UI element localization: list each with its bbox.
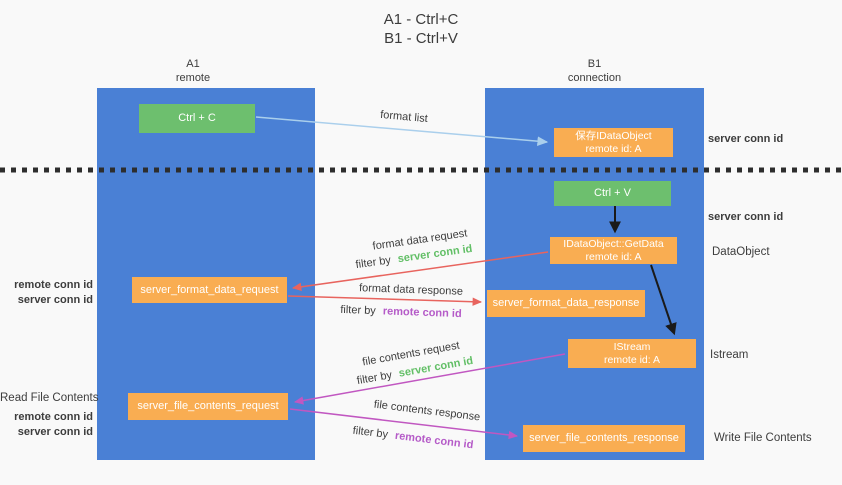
filter-prefix: filter by bbox=[340, 303, 377, 318]
label-file-server-conn-id: server conn id bbox=[17, 426, 93, 438]
format-list-text: format list bbox=[379, 108, 429, 126]
node-server-format-data-response: server_format_data_response bbox=[487, 290, 645, 317]
lane-b1-role: connection bbox=[567, 72, 622, 84]
node-file-request-label: server_file_contents_request bbox=[137, 400, 279, 412]
label-filter-file-response: filter by remote conn id bbox=[352, 425, 474, 452]
label-server-conn-id-top: server conn id bbox=[708, 133, 784, 145]
node-save-idataobject-line1: 保存IDataObject bbox=[575, 129, 652, 142]
node-getdata-line1: IDataObject::GetData bbox=[563, 237, 664, 250]
label-istream: Istream bbox=[710, 349, 749, 361]
label-dataobject: DataObject bbox=[712, 246, 770, 258]
label-write-file-contents: Write File Contents bbox=[714, 432, 812, 444]
diagram-title: A1 - Ctrl+C B1 - Ctrl+V bbox=[0, 10, 842, 48]
title-line-2: B1 - Ctrl+V bbox=[384, 30, 458, 47]
format-data-response-text: format data response bbox=[358, 282, 464, 298]
node-format-request-label: server_format_data_request bbox=[140, 283, 279, 296]
node-ctrl-c: Ctrl + C bbox=[139, 104, 255, 133]
node-file-response-label: server_file_contents_response bbox=[529, 432, 679, 444]
label-format-server-conn-id: server conn id bbox=[17, 294, 93, 306]
filter-prefix: filter by bbox=[354, 254, 392, 272]
label-filter-format-response: filter by remote conn id bbox=[340, 304, 462, 320]
node-istream-line2: remote id: A bbox=[603, 353, 661, 366]
label-format-data-response: format data response bbox=[359, 282, 463, 298]
node-server-format-data-request: server_format_data_request bbox=[132, 277, 287, 303]
label-file-contents-response: file contents response bbox=[373, 399, 481, 424]
node-server-file-contents-response: server_file_contents_response bbox=[523, 425, 685, 452]
node-save-idataobject-line2: remote id: A bbox=[585, 142, 642, 155]
label-file-remote-conn-id: remote conn id bbox=[14, 411, 93, 423]
label-read-file-contents: Read File Contents bbox=[0, 392, 99, 404]
title-line-1: A1 - Ctrl+C bbox=[383, 11, 459, 28]
lane-a1-name: A1 bbox=[186, 58, 200, 70]
node-ctrl-c-label: Ctrl + C bbox=[178, 112, 216, 124]
filter-prefix: filter by bbox=[355, 369, 393, 388]
lane-b1-name: B1 bbox=[587, 58, 602, 70]
node-format-response-label: server_format_data_response bbox=[492, 297, 640, 309]
label-format-list: format list bbox=[380, 109, 429, 125]
label-format-remote-conn-id: remote conn id bbox=[14, 279, 93, 291]
node-getdata-line2: remote id: A bbox=[585, 250, 642, 263]
node-istream-line1: IStream bbox=[613, 340, 651, 353]
node-ctrl-v-label: Ctrl + V bbox=[594, 187, 631, 199]
filter-prefix: filter by bbox=[352, 424, 389, 441]
node-save-idataobject: 保存IDataObject remote id: A bbox=[554, 128, 673, 157]
filter-value-remote-conn-id: remote conn id bbox=[382, 305, 462, 321]
node-ctrl-v: Ctrl + V bbox=[554, 181, 671, 206]
filter-value-remote-conn-id: remote conn id bbox=[394, 429, 474, 452]
label-server-conn-id-mid: server conn id bbox=[708, 211, 784, 223]
lane-header-b1: B1 connection bbox=[485, 57, 704, 85]
lane-header-a1: A1 remote bbox=[84, 57, 302, 85]
file-contents-response-text: file contents response bbox=[373, 398, 481, 424]
node-istream: IStream remote id: A bbox=[568, 339, 696, 368]
node-server-file-contents-request: server_file_contents_request bbox=[128, 393, 288, 420]
lane-a1-role: remote bbox=[175, 72, 211, 84]
node-idataobject-getdata: IDataObject::GetData remote id: A bbox=[550, 237, 677, 264]
